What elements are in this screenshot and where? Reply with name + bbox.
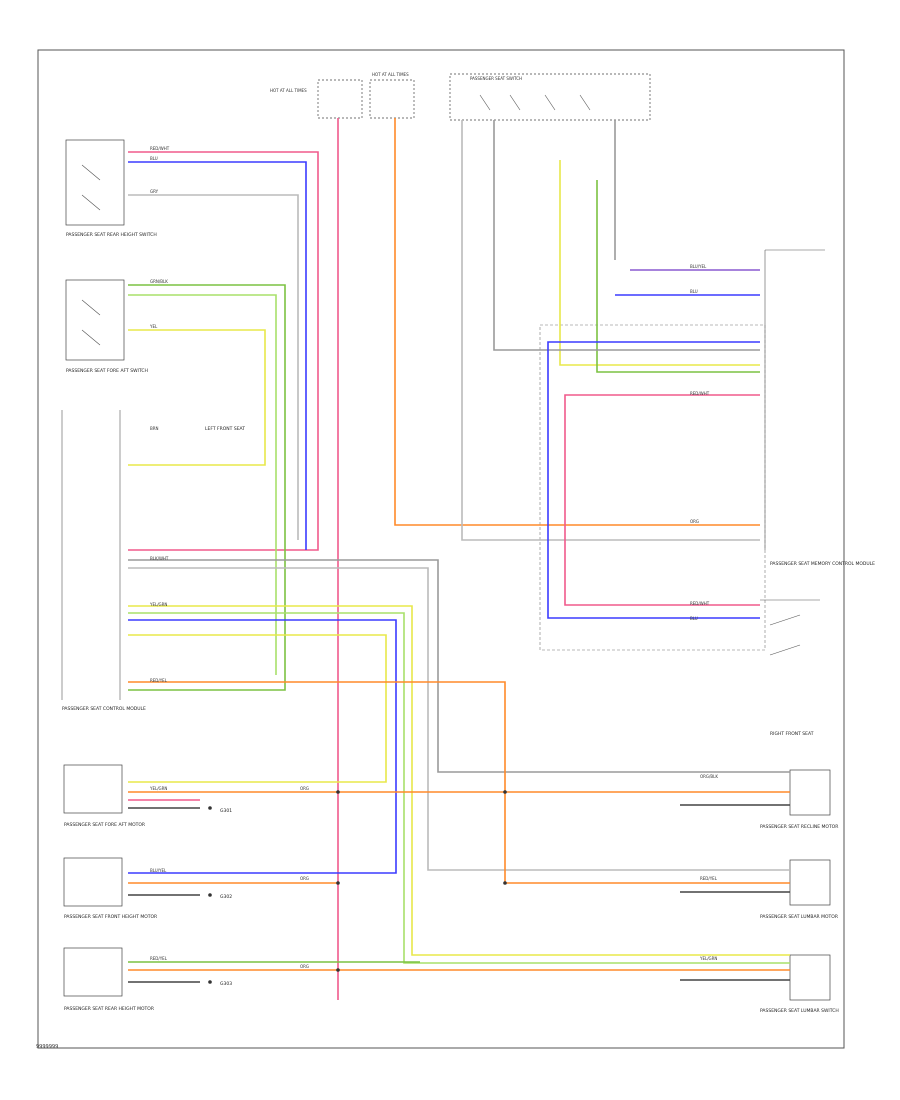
wl-8: BLU	[690, 289, 698, 294]
switch-top-left-label: PASSENGER SEAT REAR HEIGHT SWITCH	[66, 232, 157, 238]
splice-dot-6	[208, 806, 212, 810]
splice-dot-8	[208, 980, 212, 984]
wl-11: RED/WHT	[690, 601, 710, 606]
ground-2-label: G302	[220, 894, 232, 900]
top-center-switch-label: PASSENGER SEAT SWITCH	[470, 76, 522, 81]
wire-gray-top-1	[493, 120, 760, 351]
wire-yellow-mid	[128, 329, 266, 466]
wl-9: RED/WHT	[690, 391, 710, 396]
wire-gray-long-2	[128, 567, 790, 871]
wire-gray-right	[461, 120, 760, 541]
wl-15: RED/YEL	[150, 678, 168, 683]
wire-gray-mid	[128, 194, 299, 540]
right-motor-1-label: PASSENGER SEAT RECLINE MOTOR	[760, 824, 838, 830]
splice-dot-2	[336, 881, 340, 885]
wire-yellow-long	[128, 605, 790, 956]
wire-red-right-loop	[564, 394, 760, 606]
splice-2-label: RIGHT FRONT SEAT	[770, 731, 814, 737]
footer-code: 9999999	[36, 1044, 59, 1050]
wire-red-top-switch	[128, 151, 319, 551]
fuse-block-1: HOT AT ALL TIMES	[270, 79, 363, 119]
wl-21: YEL/GRN	[699, 956, 717, 961]
wl-24: ORG	[300, 964, 309, 969]
fuse-1-label: HOT AT ALL TIMES	[270, 88, 307, 93]
diagram-frame	[37, 49, 845, 1049]
wire-green-top	[596, 180, 760, 373]
wire-gray-long-1	[128, 559, 790, 773]
splice-dot-4	[503, 790, 507, 794]
module-right-label: PASSENGER SEAT MEMORY CONTROL MODULE	[770, 561, 875, 567]
right-motor-3-label: PASSENGER SEAT LUMBAR SWITCH	[760, 1008, 839, 1014]
wl-18: RED/YEL	[150, 956, 168, 961]
splice-dot-1	[336, 790, 340, 794]
left-switch-top: PASSENGER SEAT REAR HEIGHT SWITCH	[65, 139, 157, 238]
left-motor-1: PASSENGER SEAT FORE AFT MOTOR	[63, 764, 145, 828]
splice-dot-3	[336, 968, 340, 972]
right-motor-2: PASSENGER SEAT LUMBAR MOTOR	[760, 859, 838, 920]
right-memory-module: PASSENGER SEAT MEMORY CONTROL MODULE	[539, 249, 875, 651]
right-motor-2-label: PASSENGER SEAT LUMBAR MOTOR	[760, 914, 838, 920]
wl-16: YEL/GRN	[149, 786, 167, 791]
wire-yellow-short	[128, 634, 387, 783]
wire-yellow-top	[559, 160, 760, 366]
ground-1-label: G301	[220, 808, 232, 814]
wl-17: BLU/YEL	[150, 868, 167, 873]
right-side-switch: RIGHT FRONT SEAT	[760, 599, 820, 737]
wl-3: GRY	[150, 189, 159, 194]
control-module-left-label: PASSENGER SEAT CONTROL MODULE	[62, 706, 146, 712]
wl-22: ORG	[300, 786, 309, 791]
wire-blue-long	[128, 619, 397, 874]
switch-mid-left-label: PASSENGER SEAT FORE AFT SWITCH	[66, 368, 148, 374]
wire-lightgreen-long	[128, 612, 790, 964]
wl-13: BLK/WHT	[150, 556, 169, 561]
wl-20: RED/YEL	[700, 876, 718, 881]
motor-left-2-label: PASSENGER SEAT FRONT HEIGHT MOTOR	[64, 914, 157, 920]
fuse-2-label: HOT AT ALL TIMES	[372, 72, 409, 77]
left-motor-2: PASSENGER SEAT FRONT HEIGHT MOTOR	[63, 857, 157, 920]
fuse-block-2: HOT AT ALL TIMES	[369, 72, 415, 119]
splice-dot-5	[503, 881, 507, 885]
ground-3-label: G303	[220, 981, 232, 987]
wl-7: BLU/YEL	[690, 264, 707, 269]
wire-orange-fuse2	[394, 118, 760, 526]
motor-left-1-label: PASSENGER SEAT FORE AFT MOTOR	[64, 822, 145, 828]
wl-2: BLU	[150, 156, 158, 161]
splice-dot-7	[208, 893, 212, 897]
wl-1: RED/WHT	[150, 146, 170, 151]
wl-23: ORG	[300, 876, 309, 881]
wl-4: GRN/BLK	[150, 279, 168, 284]
wl-5: YEL	[149, 324, 158, 329]
wire-green-mid	[128, 284, 286, 691]
left-control-module: PASSENGER SEAT CONTROL MODULE	[61, 410, 146, 712]
right-motor-3: PASSENGER SEAT LUMBAR SWITCH	[760, 954, 839, 1014]
wl-14: YEL/GRN	[149, 602, 167, 607]
wire-lightgreen-mid	[128, 294, 277, 675]
left-switch-mid: PASSENGER SEAT FORE AFT SWITCH	[65, 279, 148, 374]
top-center-switch: PASSENGER SEAT SWITCH	[449, 73, 651, 121]
wl-10: ORG	[690, 519, 699, 524]
motor-left-3-label: PASSENGER SEAT REAR HEIGHT MOTOR	[64, 1006, 154, 1012]
wl-12: BLU	[690, 616, 698, 621]
wl-19: ORG/BLK	[700, 774, 718, 779]
splice-1-label: LEFT FRONT SEAT	[205, 426, 245, 432]
wire-blue-top-switch	[128, 161, 307, 550]
wl-6: BRN	[150, 426, 159, 431]
left-motor-3: PASSENGER SEAT REAR HEIGHT MOTOR	[63, 947, 154, 1012]
right-motor-1: PASSENGER SEAT RECLINE MOTOR	[760, 769, 838, 830]
wire-orange-long	[128, 681, 790, 884]
wire-blue-right-loop	[547, 341, 760, 619]
